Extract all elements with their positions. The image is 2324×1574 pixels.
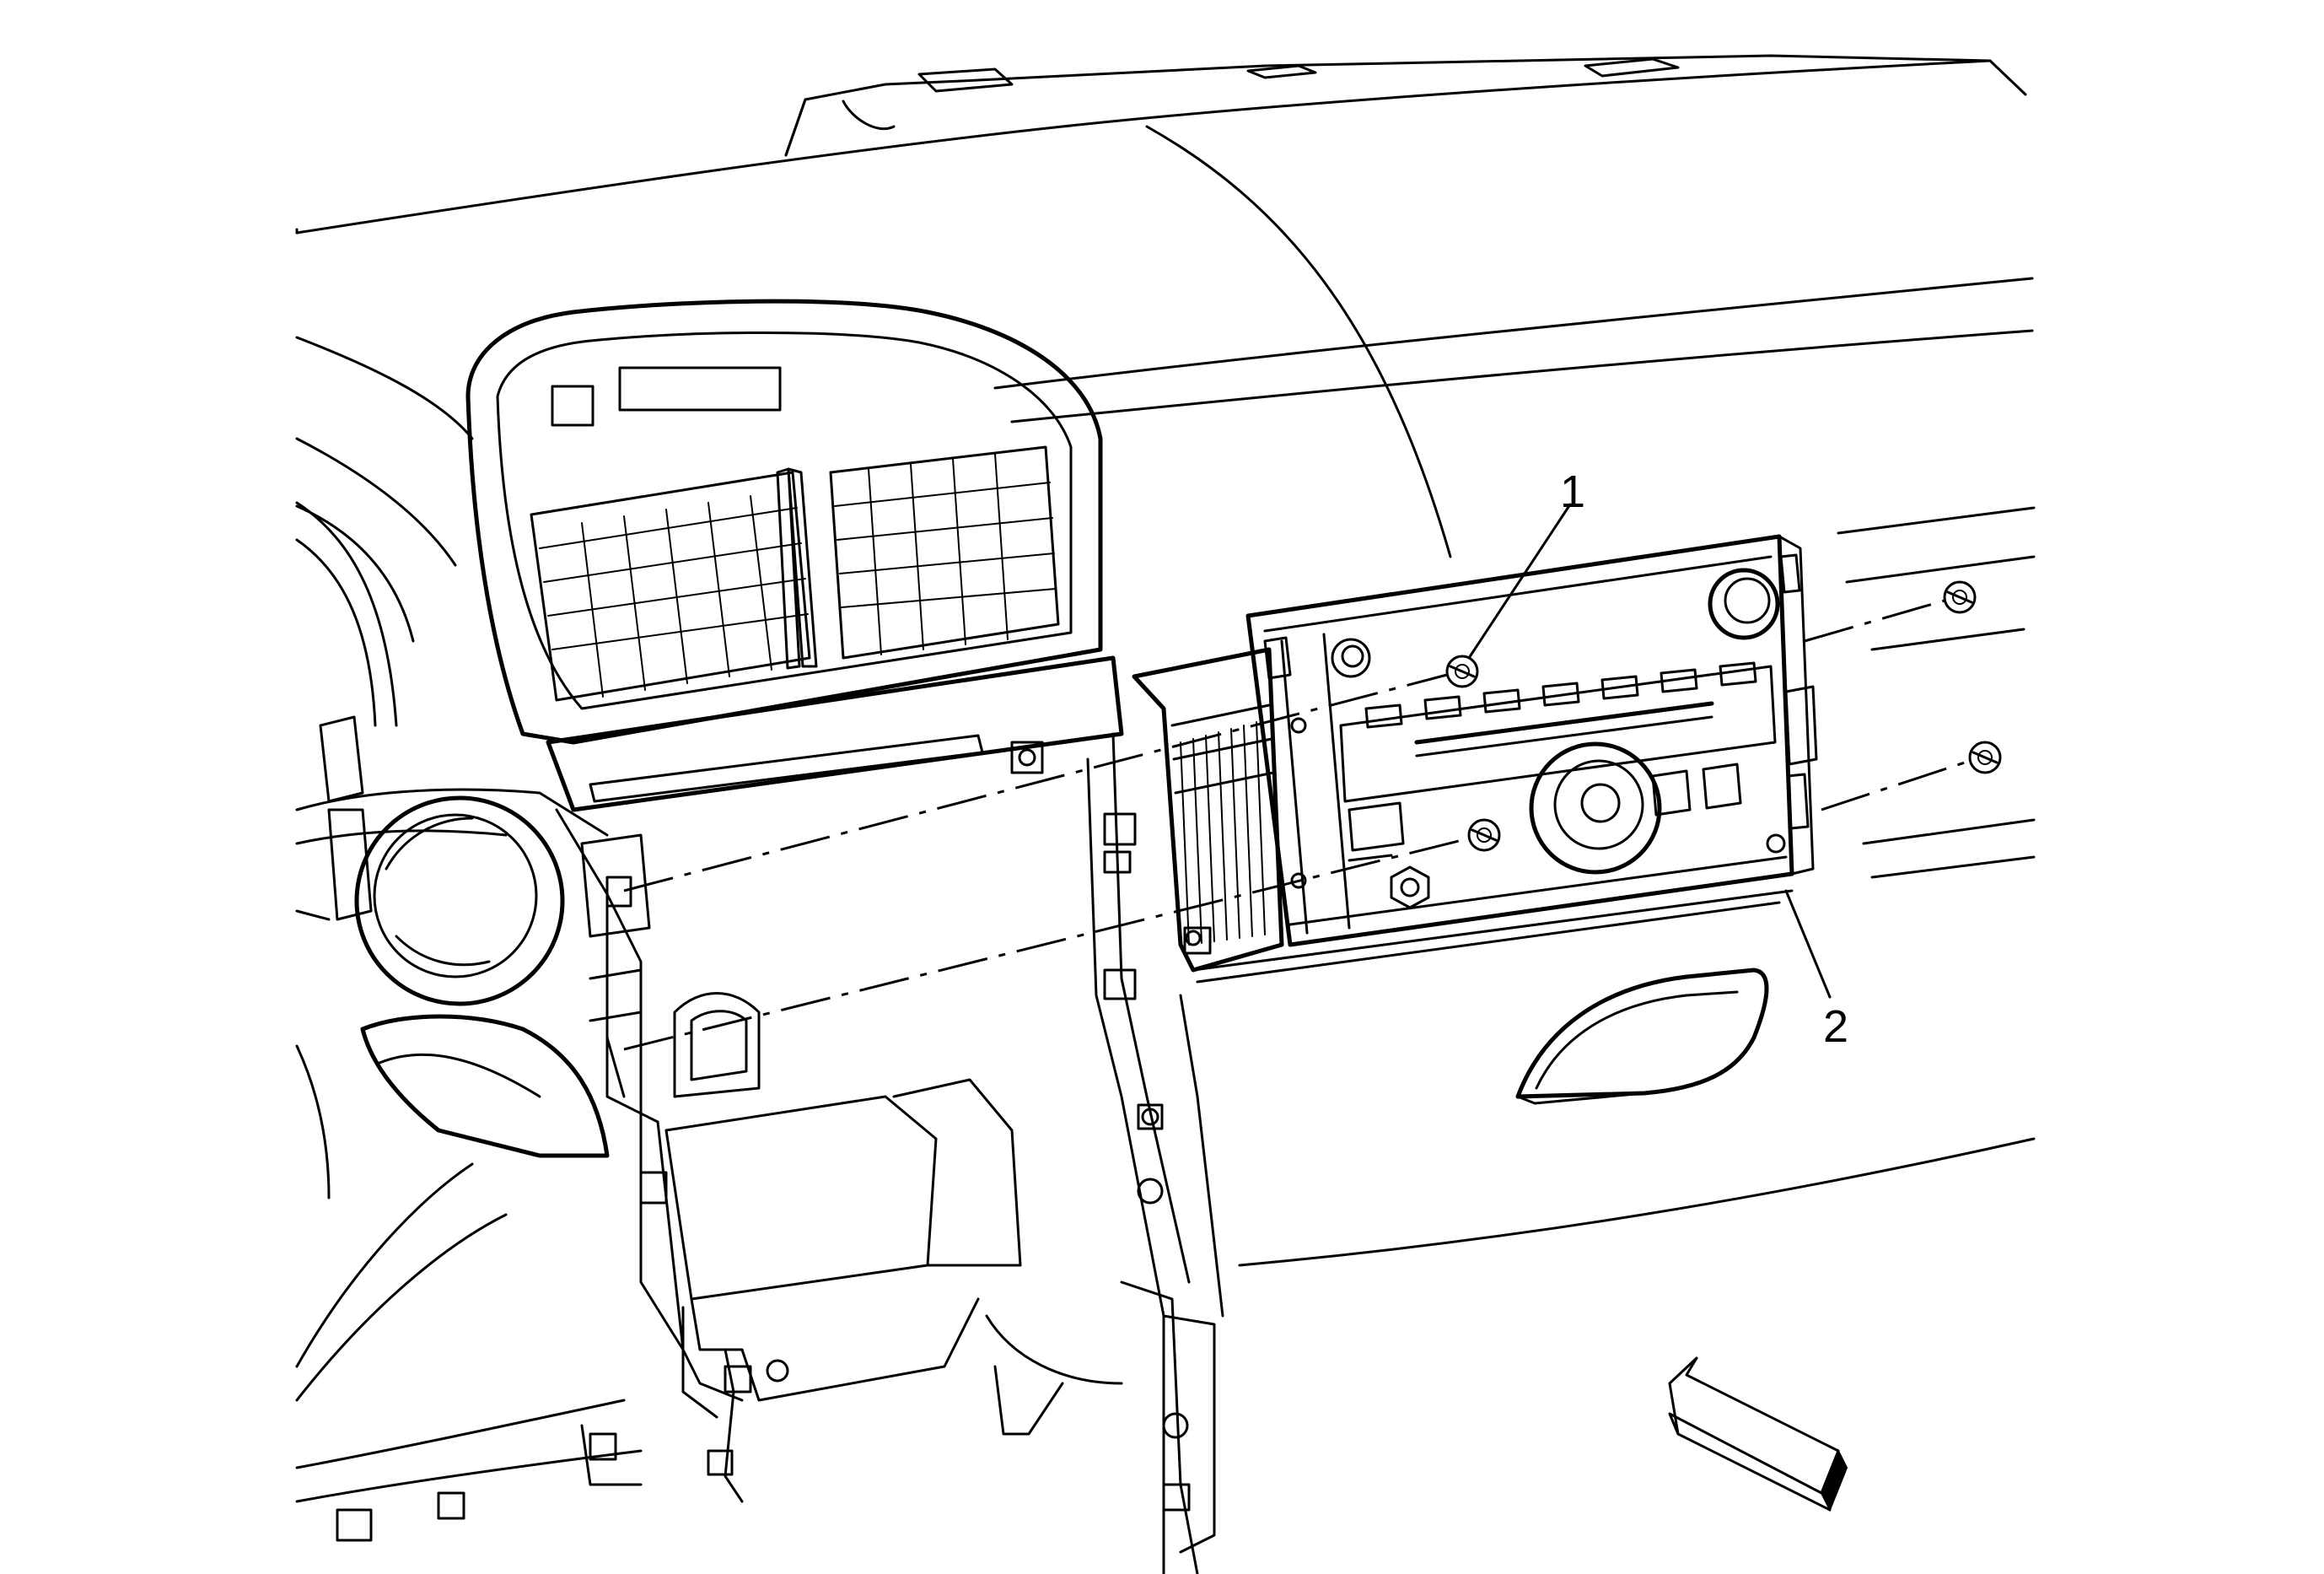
radio-faceplate [1245, 534, 1818, 947]
radio-assembly [1132, 534, 1818, 984]
callout-2-label: 2 [1823, 1001, 1849, 1052]
callout-leaders [1467, 503, 1832, 999]
center-vent-housing [465, 299, 1103, 745]
bolt-icon [1467, 818, 1501, 852]
bolt-icon [1943, 580, 1977, 614]
fasteners [1445, 580, 2002, 852]
bolt-icon [1445, 655, 1479, 688]
glove-box-handle [1515, 968, 1769, 1105]
dashboard-top [295, 54, 2036, 1267]
vent-louvers-left [530, 471, 811, 702]
view-direction-arrow-icon [1668, 1356, 1848, 1512]
alignment-lines [623, 599, 1971, 1051]
bolt-icon [1968, 741, 2002, 774]
vent-louvers-right [829, 445, 1060, 660]
callout-1-label: 1 [1560, 466, 1586, 517]
left-dash-area [295, 501, 643, 1542]
center-stack-bracket [546, 655, 1224, 1574]
